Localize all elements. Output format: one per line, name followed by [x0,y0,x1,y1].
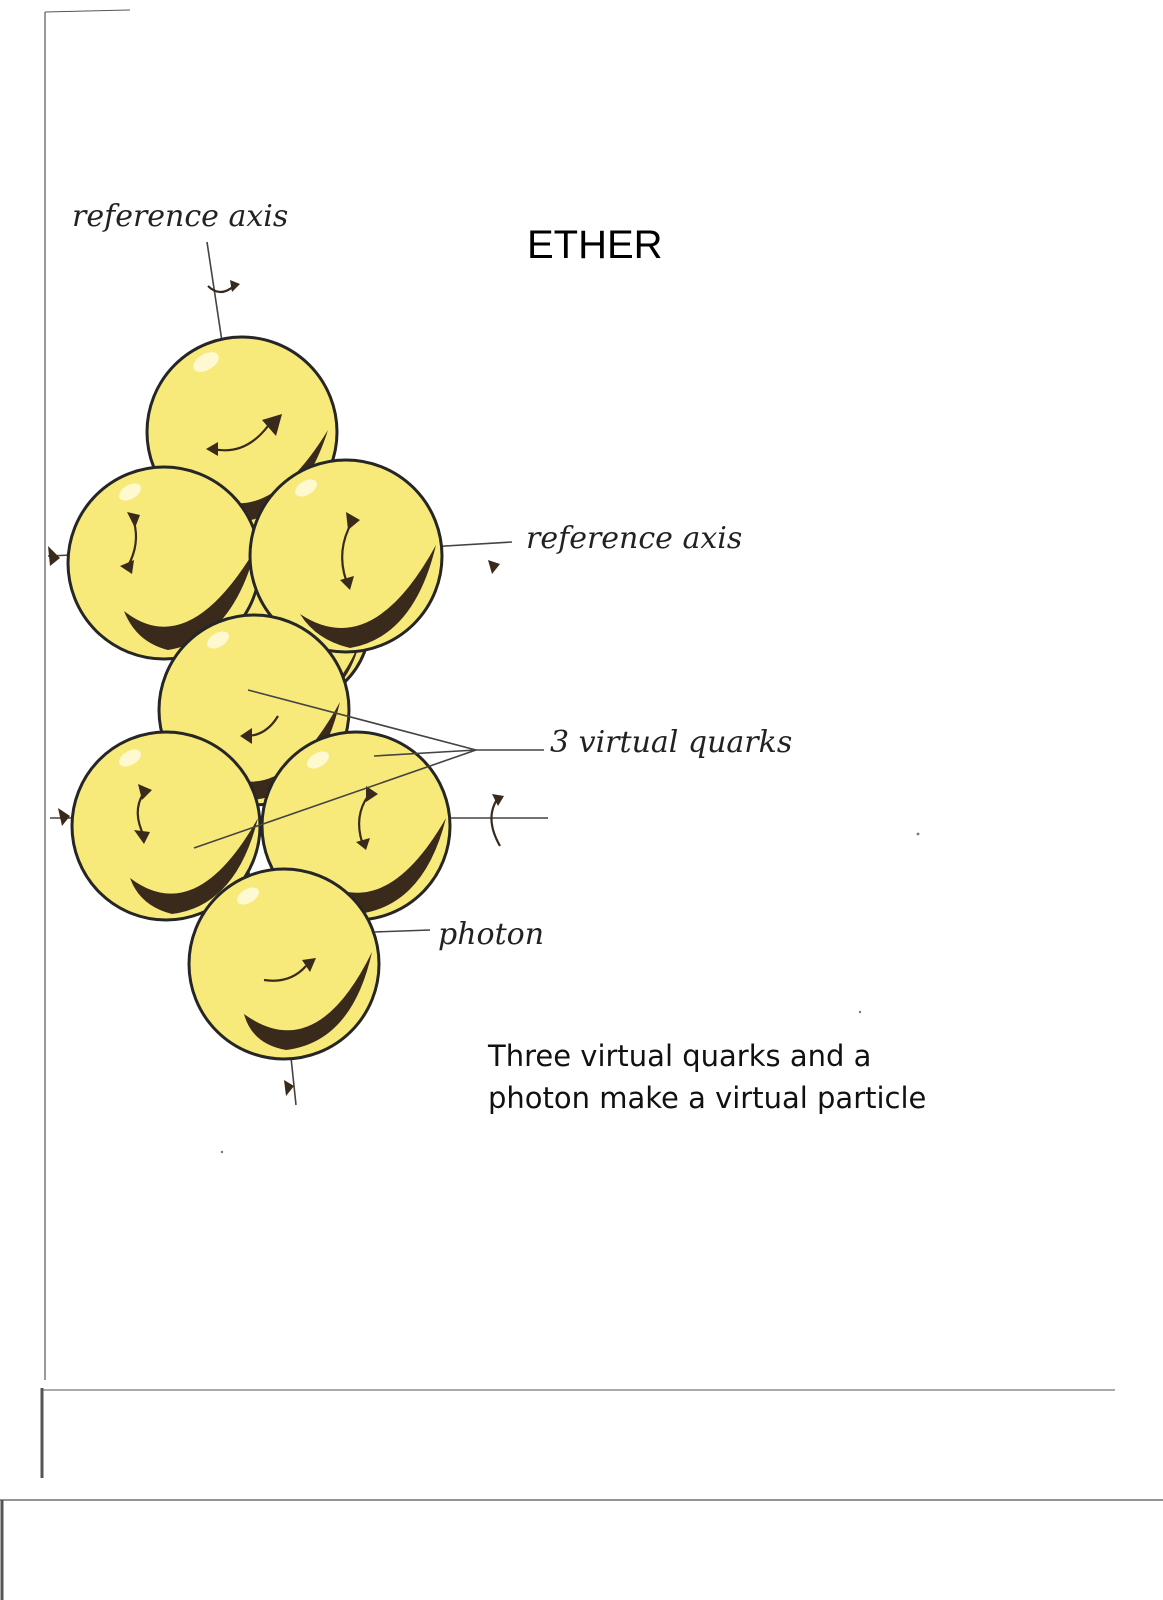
diagram-title: ETHER [527,223,663,267]
spin-arrow-photon [263,965,307,982]
page-frame [0,9,1163,1600]
top-axis-rotation-marker [207,280,240,294]
sphere-left-lower [58,730,262,922]
spin-arrow-top [212,425,269,452]
photon-pointer-line [373,929,431,933]
right-lower-axis-curl [490,797,501,847]
sphere-right-upper [248,458,500,654]
quark-pointer-lines [193,689,544,849]
left-lower-axis-cap [58,808,70,826]
reference-axis-right-label: reference axis [526,521,742,556]
sphere-left-upper [48,465,262,661]
photon-label: photon [438,917,544,952]
scan-specks [220,832,920,1154]
left-upper-axis-cap [48,546,60,566]
sphere-photon [187,867,381,1096]
spin-arrow-right-lower [357,795,369,843]
reference-axis-top-label: reference axis [72,199,288,234]
caption-line-2: photon make a virtual particle [488,1081,926,1115]
virtual-quarks-label: 3 virtual quarks [550,725,792,760]
right-upper-axis-cap [488,560,500,574]
caption-line-1: Three virtual quarks and a [487,1039,871,1073]
bottom-axis-cap [284,1080,294,1096]
